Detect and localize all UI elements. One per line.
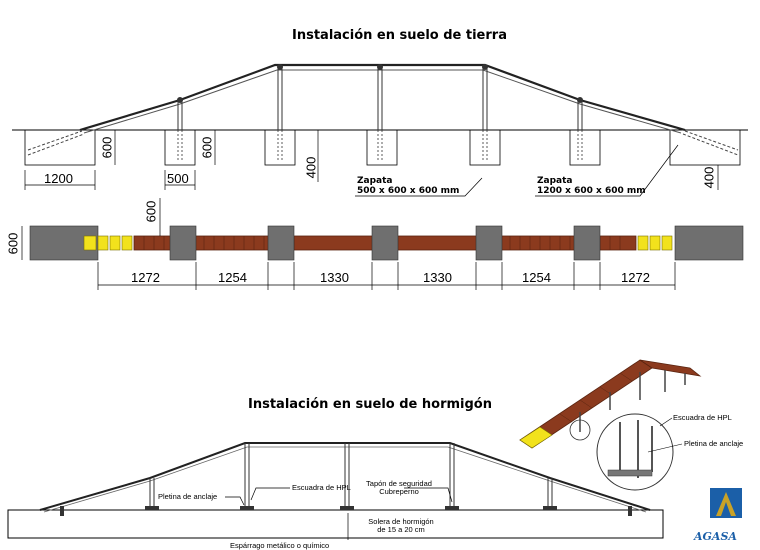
iso-pletina-label: Pletina de anclaje: [684, 439, 744, 448]
solera-label: Solera de hormigón de 15 a 20 cm: [353, 518, 449, 534]
tapon-line2: Cubreperno: [379, 487, 419, 496]
plan-span-1: 1272: [131, 270, 160, 285]
zapata-small-label: Zapata 500 x 600 x 600 mm: [357, 176, 459, 196]
pletina-label: Pletina de anclaje: [158, 492, 218, 501]
bottom-title: Instalación en suelo de hormigón: [248, 397, 492, 412]
zapata-small-line1: Zapata: [357, 176, 393, 186]
escuadra-label: Escuadra de HPL: [292, 483, 351, 492]
plan-span-3: 1330: [320, 270, 349, 285]
zapata-large-line1: Zapata: [537, 176, 573, 186]
agasa-logo-icon: [710, 488, 742, 518]
solera-line1: Solera de hormigón: [368, 517, 434, 526]
iso-escuadra-label: Escuadra de HPL: [673, 413, 732, 422]
esparrago-label: Espárrago metálico o químico: [230, 541, 330, 550]
plan-span-5: 1254: [522, 270, 551, 285]
zapata-large-label: Zapata 1200 x 600 x 600 mm: [537, 176, 646, 196]
tapon-line1: Tapón de seguridad: [366, 479, 432, 488]
zapata-large-line2: 1200 x 600 x 600 mm: [537, 186, 646, 196]
dim-1200: 1200: [44, 171, 73, 186]
dim-500: 500: [167, 171, 189, 186]
plan-span-6: 1272: [621, 270, 650, 285]
plan-span-4: 1330: [423, 270, 452, 285]
solera-line2: de 15 a 20 cm: [377, 525, 425, 534]
plan-span-2: 1254: [218, 270, 247, 285]
tapon-label: Tapón de seguridad Cubreperno: [356, 480, 442, 496]
zapata-small-line2: 500 x 600 x 600 mm: [357, 186, 460, 196]
top-title: Instalación en suelo de tierra: [292, 28, 507, 43]
agasa-logo: [706, 488, 746, 518]
agasa-logo-text: AGASA: [694, 530, 737, 543]
